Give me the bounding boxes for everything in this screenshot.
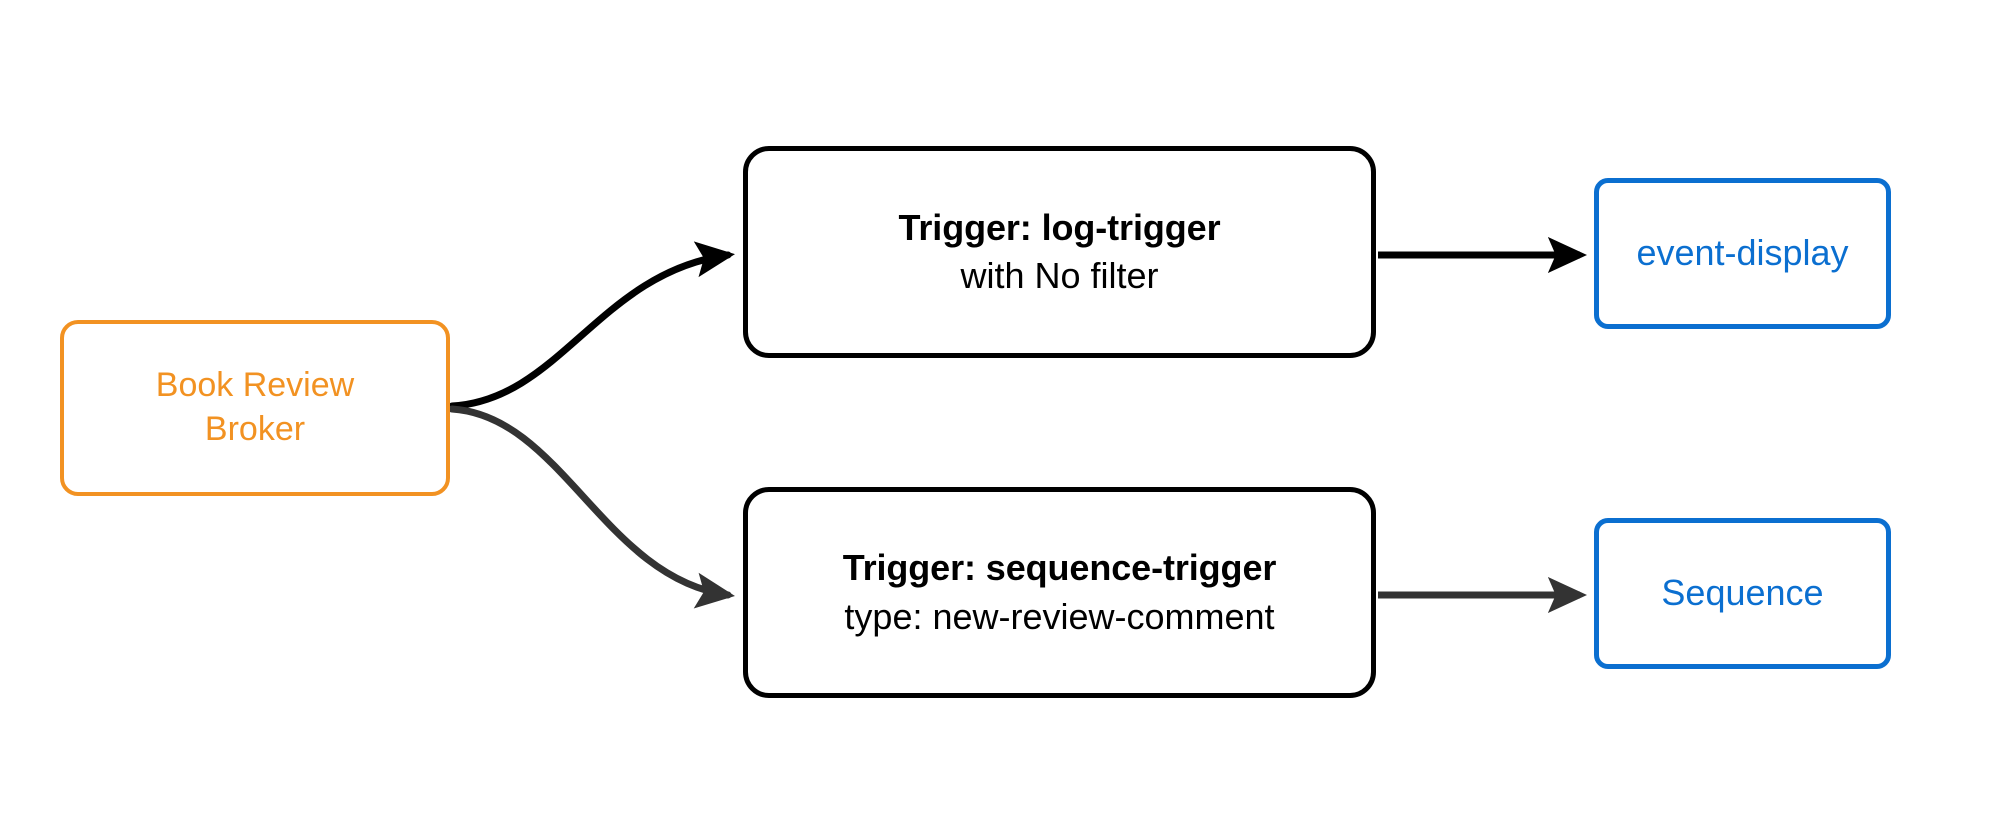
sequence-trigger-subtitle: type: new-review-comment bbox=[844, 595, 1275, 637]
edge-broker-to-log-trigger bbox=[448, 241, 735, 410]
node-sequence-trigger[interactable]: Trigger: sequence-trigger type: new-revi… bbox=[743, 487, 1376, 698]
broker-label-line1: Book Review bbox=[155, 366, 355, 405]
sequence-sink-label: Sequence bbox=[1661, 572, 1824, 614]
node-sequence-sink[interactable]: Sequence bbox=[1594, 518, 1891, 669]
sequence-trigger-title: Trigger: sequence-trigger bbox=[842, 547, 1277, 589]
log-trigger-title: Trigger: log-trigger bbox=[898, 206, 1221, 248]
node-log-trigger[interactable]: Trigger: log-trigger with No filter bbox=[743, 146, 1376, 358]
node-event-display[interactable]: event-display bbox=[1594, 178, 1891, 329]
edge-broker-to-sequence-trigger bbox=[448, 405, 735, 609]
broker-label-line2: Broker bbox=[204, 410, 306, 448]
log-trigger-subtitle: with No filter bbox=[960, 255, 1159, 296]
node-book-review-broker[interactable]: Book Review Broker bbox=[60, 320, 450, 496]
event-display-label: event-display bbox=[1636, 232, 1849, 274]
